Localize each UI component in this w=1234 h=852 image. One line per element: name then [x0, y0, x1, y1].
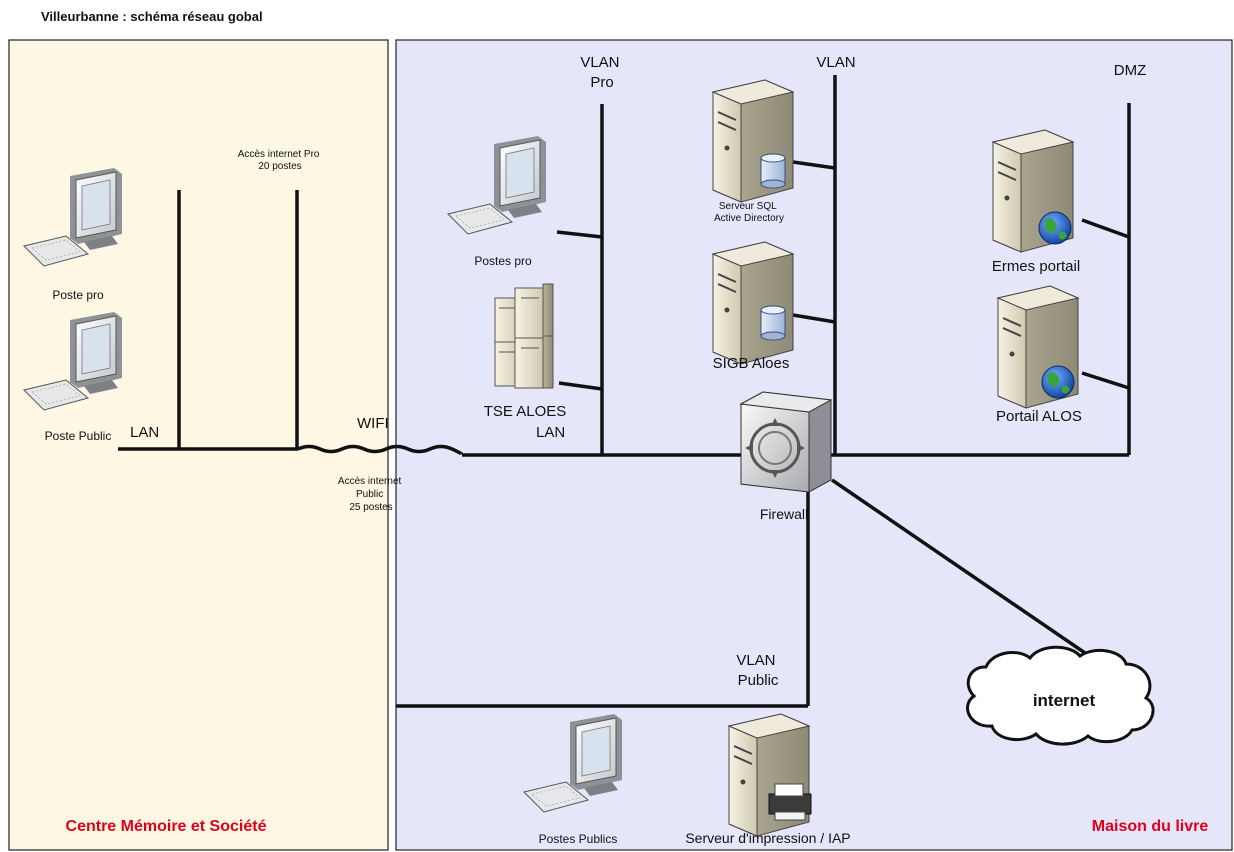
zone-label-maison-du-livre: Maison du livre [1092, 818, 1209, 835]
dmz-label: DMZ [1114, 62, 1147, 79]
postes-pro-workstation [447, 136, 546, 235]
sigb-label: SIGB Aloes [713, 355, 790, 372]
wifi-link [297, 444, 464, 457]
workstation-icon [23, 168, 122, 267]
lan-left-label: LAN [130, 424, 159, 441]
globe-icon [1041, 365, 1075, 399]
cloud-icon [966, 645, 1155, 746]
portail-server [996, 285, 1080, 409]
zone-centre-memoire [8, 39, 389, 851]
workstation-icon [523, 714, 622, 813]
poste-public-label: Poste Public [45, 429, 112, 443]
printer-icon [768, 783, 812, 821]
page-title: Villeurbanne : schéma réseau gobal [41, 9, 263, 24]
firewall-device [739, 391, 833, 493]
acces-internet-public-note: Accès internet Public 25 postes [338, 476, 404, 513]
vlan-public-label: VLAN Public [736, 652, 779, 689]
wifi-label: WIFI [357, 415, 389, 432]
link-postes-pro [556, 230, 603, 239]
link-tse [558, 381, 603, 391]
sql-server [711, 79, 795, 203]
tse-server-stack [494, 283, 554, 389]
firewall-label: Firewall [760, 506, 808, 522]
server-tower-icon [727, 713, 811, 837]
workstation-icon [447, 136, 546, 235]
database-icon [760, 305, 786, 341]
postes-publics-label: Postes Publics [539, 832, 618, 846]
workstation-icon [23, 312, 122, 411]
ermes-server [991, 129, 1075, 253]
portail-label: Portail ALOS [996, 408, 1082, 425]
sigb-server [711, 241, 795, 365]
poste-pro-workstation [23, 168, 122, 267]
firewall-icon [739, 391, 833, 493]
link-portail [1081, 371, 1130, 390]
vlan-pro-label: VLAN Pro [580, 54, 623, 91]
postes-publics-workstation [523, 714, 622, 813]
database-icon [760, 153, 786, 189]
postes-pro-label: Postes pro [474, 254, 532, 268]
server-cluster-icon [494, 283, 554, 389]
internet-cloud: internet [966, 645, 1155, 746]
server-tower-icon [711, 241, 795, 365]
poste-pro-label: Poste pro [52, 288, 104, 302]
globe-icon [1038, 211, 1072, 245]
link-sql [792, 160, 836, 170]
link-sigb [792, 313, 836, 324]
lan-center-label: LAN [536, 424, 565, 441]
acces-internet-pro-note: Accès internet Pro 20 postes [238, 149, 323, 172]
firewall-internet-link [831, 478, 1089, 657]
ermes-label: Ermes portail [992, 258, 1080, 275]
network-links [118, 75, 1131, 708]
poste-public-workstation [23, 312, 122, 411]
link-ermes [1081, 218, 1130, 239]
vlan-label: VLAN [816, 54, 855, 71]
sql-server-label: Serveur SQL Active Directory [714, 201, 784, 224]
zone-label-centre-memoire: Centre Mémoire et Société [66, 818, 267, 835]
print-server-label: Serveur d'impression / IAP [685, 830, 850, 846]
print-server [727, 713, 812, 837]
internet-label: internet [1033, 691, 1096, 710]
tse-label: TSE ALOES [484, 403, 567, 420]
